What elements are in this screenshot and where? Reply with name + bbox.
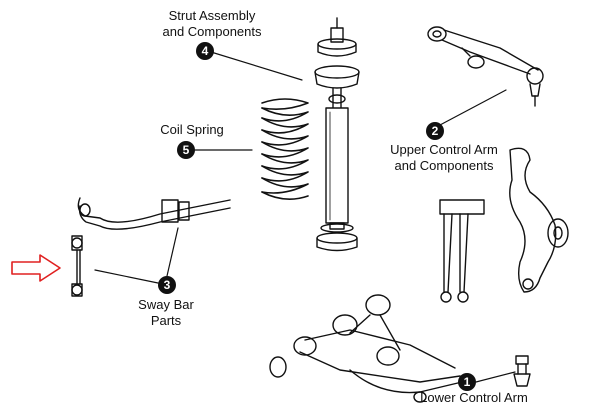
label-line: Strut Assembly (168, 8, 256, 23)
sway-bar-end-link-drawing (71, 235, 83, 297)
steering-knuckle-drawing (509, 147, 569, 293)
label-upper-control-arm: Upper Control Arm and Components (378, 142, 510, 174)
leader-line-lower-arm (475, 371, 516, 383)
label-line: and Components (394, 158, 494, 173)
label-strut-assembly: Strut Assembly and Components (142, 8, 282, 40)
tie-rod-link-drawing (439, 199, 485, 303)
leader-line-upper-arm (439, 89, 507, 126)
badge-3: 3 (158, 276, 176, 294)
badge-4: 4 (196, 42, 214, 60)
strut-assembly-drawing (314, 17, 360, 252)
leader-lines (94, 51, 516, 383)
right-arrow-icon (11, 254, 61, 282)
lower-ball-joint-drawing (513, 355, 531, 387)
label-sway-bar: Sway Bar Parts (121, 297, 211, 329)
lower-control-arm-drawing (269, 294, 463, 403)
badge-5: 5 (177, 141, 195, 159)
label-lower-control-arm: Lower Control Arm (414, 390, 534, 406)
upper-control-arm-drawing (427, 26, 544, 107)
leader-line-sway-bar-link (94, 269, 159, 284)
leader-line-sway-bar-bushing (166, 227, 179, 277)
label-line: Parts (150, 313, 182, 328)
label-line: Sway Bar (138, 297, 194, 312)
label-line: Lower Control Arm (420, 390, 528, 405)
label-line: Upper Control Arm (390, 142, 498, 157)
leader-line-strut (210, 51, 303, 81)
label-line: and Components (162, 24, 262, 39)
badge-2: 2 (426, 122, 444, 140)
badge-1: 1 (458, 373, 476, 391)
label-coil-spring: Coil Spring (144, 122, 240, 138)
label-line: Coil Spring (160, 122, 224, 137)
coil-spring-drawing (261, 98, 309, 200)
sway-bar-drawing (77, 197, 231, 230)
